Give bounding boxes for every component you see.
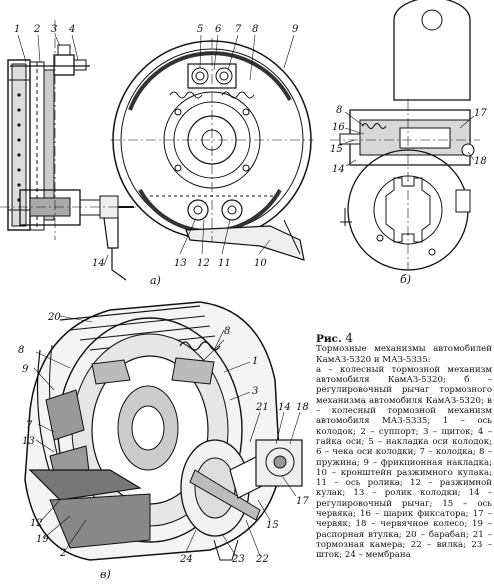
sublabel-c: в)	[100, 568, 111, 581]
callout-a-13: 13	[174, 258, 187, 269]
callout-b-15: 15	[330, 144, 343, 155]
caption-description: а – колесный тормозной механизм автомоби…	[316, 364, 492, 561]
callout-b-16: 16	[332, 122, 345, 133]
callouts-view-b: 8 16 15 14 17 18	[330, 105, 487, 175]
figure-number: 4	[345, 331, 354, 345]
figure-caption: Рис. 4 Тормозные механизмы автомобилей К…	[316, 331, 492, 561]
callout-a-2: 2	[33, 24, 40, 35]
callout-c-2: 2	[59, 548, 66, 559]
callout-b-8: 8	[336, 105, 342, 116]
callout-c-15: 15	[266, 520, 279, 531]
sublabel-b: б)	[400, 273, 411, 286]
callout-a-12: 12	[197, 258, 210, 269]
callout-c-8a: 8	[224, 326, 230, 337]
callout-c-9: 9	[22, 364, 29, 375]
callout-c-12: 12	[30, 518, 43, 529]
callout-b-14: 14	[332, 164, 345, 175]
callout-c-17: 17	[296, 496, 309, 507]
sublabel-a: а)	[150, 274, 161, 287]
view-b-adjusting-lever	[330, 0, 480, 271]
callout-a-5: 5	[197, 24, 203, 35]
callout-a-10: 10	[254, 258, 267, 269]
callout-a-9: 9	[292, 24, 299, 35]
callout-c-14: 14	[278, 402, 291, 413]
callouts-view-c: 20 8 8 1 9 3 7 13 21 14 18 12 19 2 24 23…	[18, 312, 309, 565]
callout-c-1: 1	[252, 356, 258, 367]
callout-a-11: 11	[218, 258, 231, 269]
callout-c-23: 23	[231, 554, 245, 565]
callout-c-3: 3	[252, 386, 258, 397]
callout-c-24: 24	[179, 554, 193, 565]
view-a-side-section	[0, 20, 138, 281]
callout-b-18: 18	[474, 156, 487, 167]
callout-a-4: 4	[68, 24, 75, 35]
callout-c-22: 22	[255, 554, 269, 565]
callout-c-20: 20	[47, 312, 61, 323]
callout-c-13: 13	[22, 436, 35, 447]
figure-label: Рис.	[316, 333, 342, 345]
view-sublabels: а) б) в)	[100, 273, 411, 581]
callout-a-1: 1	[14, 24, 20, 35]
callout-c-18: 18	[296, 402, 309, 413]
view-a-front-view	[110, 34, 314, 261]
callout-a-14: 14	[92, 258, 105, 269]
caption-heading: Рис. 4	[316, 331, 492, 345]
caption-title: Тормозные механизмы автомобилей КамАЗ-53…	[316, 344, 492, 365]
callout-c-19: 19	[36, 534, 49, 545]
callout-c-7: 7	[26, 420, 33, 431]
callout-c-21: 21	[255, 402, 269, 413]
callout-c-8b: 8	[18, 345, 24, 356]
callout-a-3: 3	[51, 24, 57, 35]
view-c-maz-brake	[24, 301, 303, 561]
callout-a-6: 6	[215, 24, 222, 35]
callout-b-17: 17	[474, 108, 487, 119]
callout-a-8: 8	[252, 24, 258, 35]
callout-a-7: 7	[235, 24, 242, 35]
callouts-view-a: 1 2 3 4 5 6 7 8 9 10 11 12 13 14	[14, 24, 299, 269]
